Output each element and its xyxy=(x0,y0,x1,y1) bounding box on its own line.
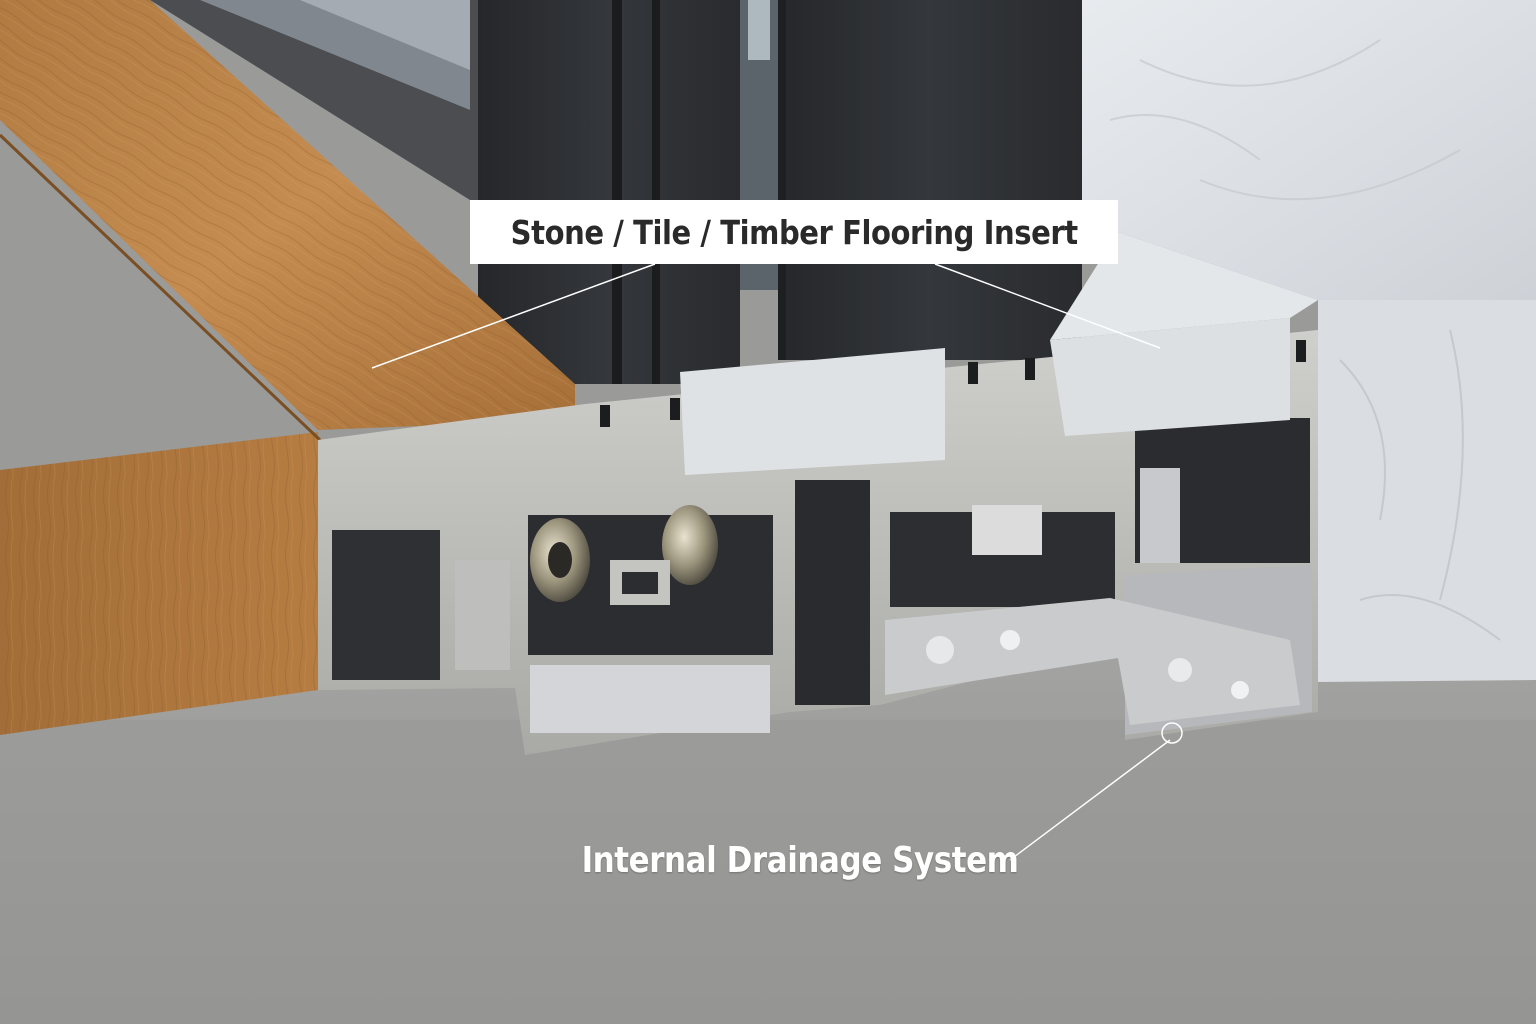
marble-insert-center xyxy=(680,348,945,475)
marble-floor-front xyxy=(1318,300,1536,682)
door-frame-left xyxy=(478,0,740,384)
flooring-leader-line-right xyxy=(934,263,1161,349)
flooring-insert-label: Stone / Tile / Timber Flooring Insert xyxy=(510,212,1078,252)
door-frame-right xyxy=(778,0,1082,360)
marble-floor-top xyxy=(1080,0,1536,300)
marble-insert-right xyxy=(1050,318,1290,436)
drainage-label: Internal Drainage System xyxy=(581,839,1019,881)
flooring-insert-callout: Stone / Tile / Timber Flooring Insert xyxy=(470,200,1118,264)
drainage-marker xyxy=(1161,722,1183,744)
flooring-leader-line-left xyxy=(371,263,656,369)
roller-wheel-right xyxy=(662,505,718,585)
drainage-leader-line xyxy=(1009,739,1171,861)
drainage-callout: Internal Drainage System xyxy=(520,832,1080,888)
